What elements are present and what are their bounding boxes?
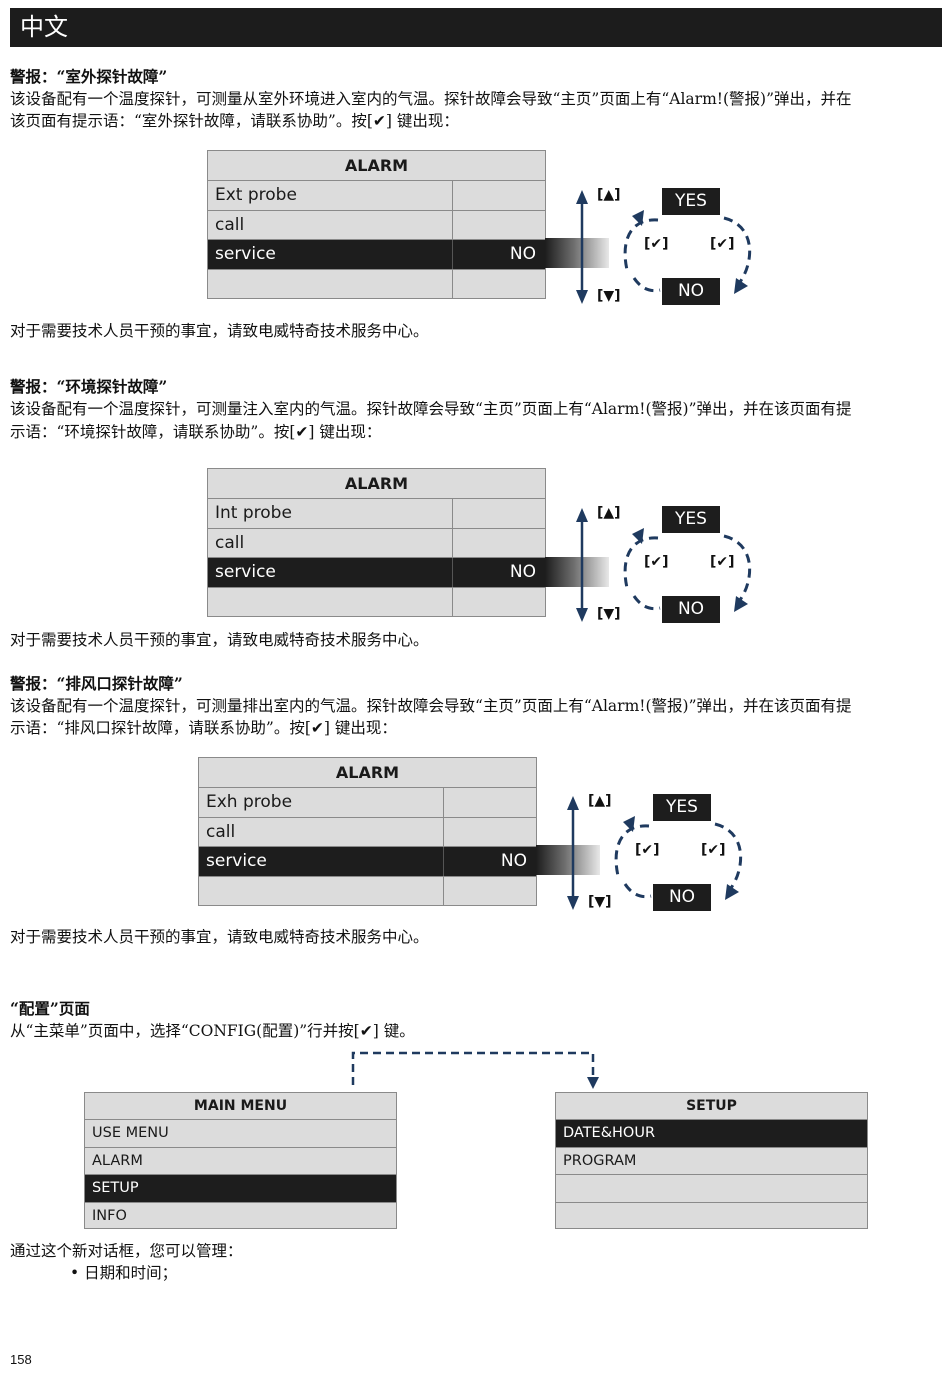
ok-key-label-left: [✔] [635,842,660,858]
section-2-footer: 对于需要技术人员干预的事宜，请致电威特奇技术服务中心。 [10,631,429,649]
config-manage-text: 通过这个新对话框，您可以管理： [10,1242,243,1260]
lcd-row: Int probe [208,499,545,529]
lcd-row [208,269,545,299]
selection-fade [545,238,609,268]
keypad-diagram: [▲] [▼] [✔] [✔] YES NO [570,182,770,305]
menu-item-empty [556,1175,867,1203]
lcd-row [199,876,536,906]
lcd-row: call [199,817,536,847]
section-2-line-2: 示语：“环境探针故障，请联系协助”。按[✔] 键出现： [10,423,382,441]
config-instruction: 从“主菜单”页面中，选择“CONFIG(配置)”行并按[✔] 键。 [10,1022,415,1040]
language-header: 中文 [10,8,942,47]
main-menu-display: MAIN MENU USE MENU ALARM SETUP INFO [84,1092,397,1229]
up-key-label: [▲] [597,505,621,521]
ok-key-label-right: [✔] [710,236,735,252]
lcd-row: call [208,528,545,558]
up-key-label: [▲] [588,793,612,809]
config-bullet-date-time: • 日期和时间； [70,1264,178,1282]
main-menu-title: MAIN MENU [85,1093,396,1120]
lcd-title: ALARM [208,469,545,499]
menu-item-program[interactable]: PROGRAM [556,1148,867,1175]
ok-key-label-right: [✔] [710,554,735,570]
section-3-footer: 对于需要技术人员干预的事宜，请致电威特奇技术服务中心。 [10,928,429,946]
yes-button[interactable]: YES [662,188,720,215]
lcd-value: NO [509,562,536,582]
no-button[interactable]: NO [662,278,720,305]
section-3-line-2: 示语：“排风口探针故障，请联系协助”。按[✔] 键出现： [10,719,397,737]
no-button[interactable]: NO [662,596,720,623]
page-number: 158 [10,1352,32,1367]
selection-fade [536,845,600,875]
ok-key-label-left: [✔] [644,554,669,570]
menu-item-alarm[interactable]: ALARM [85,1148,396,1175]
down-key-label: [▼] [597,606,621,622]
setup-menu-display: SETUP DATE&HOUR PROGRAM [555,1092,868,1229]
setup-menu-title: SETUP [556,1093,867,1120]
keypad-diagram: [▲] [▼] [✔] [✔] YES NO [561,788,761,911]
config-heading: “配置”页面 [10,999,90,1018]
lcd-row: call [208,210,545,240]
lcd-title: ALARM [208,151,545,181]
lcd-value: NO [509,244,536,264]
menu-item-setup[interactable]: SETUP [85,1175,396,1203]
section-2-heading: 警报：“环境探针故障” [10,377,168,396]
no-button[interactable]: NO [653,884,711,911]
menu-item-empty [556,1203,867,1231]
lcd-title: ALARM [199,758,536,788]
section-3-heading: 警报：“排风口探针故障” [10,674,183,693]
down-key-label: [▼] [588,894,612,910]
up-key-label: [▲] [597,187,621,203]
keypad-diagram: [▲] [▼] [✔] [✔] YES NO [570,500,770,623]
section-1-heading: 警报：“室外探针故障” [10,67,168,86]
section-1-line-2: 该页面有提示语：“室外探针故障，请联系协助”。按[✔] 键出现： [10,112,459,130]
lcd-row: Exh probe [199,788,536,818]
down-key-label: [▼] [597,288,621,304]
section-2-line-1: 该设备配有一个温度探针，可测量注入室内的气温。探针故障会导致“主页”页面上有“A… [10,400,852,418]
lcd-row [208,587,545,617]
yes-button[interactable]: YES [662,506,720,533]
section-1-line-1: 该设备配有一个温度探针，可测量从室外环境进入室内的气温。探针故障会导致“主页”页… [10,90,852,108]
ok-key-label-right: [✔] [701,842,726,858]
menu-item-info[interactable]: INFO [92,1207,127,1224]
ok-key-label-left: [✔] [644,236,669,252]
navigation-arrow [351,1051,599,1089]
lcd-value: NO [500,851,527,871]
section-1-footer: 对于需要技术人员干预的事宜，请致电威特奇技术服务中心。 [10,322,429,340]
menu-item-date-hour[interactable]: DATE&HOUR [556,1120,867,1148]
lcd-row: Ext probe [208,181,545,211]
selection-fade [545,557,609,587]
section-3-line-1: 该设备配有一个温度探针，可测量排出室内的气温。探针故障会导致“主页”页面上有“A… [10,697,852,715]
yes-button[interactable]: YES [653,794,711,821]
menu-item-use-menu[interactable]: USE MENU [85,1120,396,1148]
